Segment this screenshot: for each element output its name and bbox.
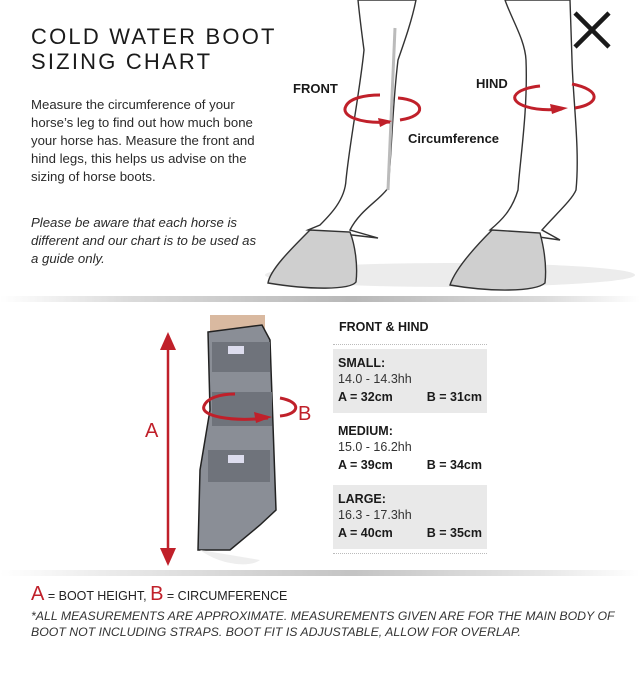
section-divider — [0, 296, 640, 302]
size-table: FRONT & HIND SMALL: 14.0 - 14.3hh A = 32… — [333, 316, 487, 554]
size-name: SMALL: — [338, 356, 386, 370]
size-range: 15.0 - 16.2hh — [338, 440, 412, 454]
title-line-1: COLD WATER BOOT — [31, 24, 277, 49]
legend-a-text: = BOOT HEIGHT, — [47, 589, 147, 603]
size-row-large: LARGE: 16.3 - 17.3hh A = 40cm B = 35cm — [333, 485, 487, 549]
circumference-letter-label: B — [298, 403, 312, 425]
size-b-value: B = 34cm — [426, 458, 482, 472]
title-line-2: SIZING CHART — [31, 49, 213, 74]
footnote: *ALL MEASUREMENTS ARE APPROXIMATE. MEASU… — [31, 609, 615, 639]
size-range: 14.0 - 14.3hh — [338, 372, 412, 386]
legend-a-letter: A — [31, 583, 45, 605]
size-row-small: SMALL: 14.0 - 14.3hh A = 32cm B = 31cm — [333, 349, 487, 413]
boot-height-label: A — [145, 420, 159, 442]
close-icon — [573, 11, 611, 49]
legend-b-letter: B — [150, 583, 164, 605]
size-table-heading: FRONT & HIND — [333, 316, 487, 345]
size-name: LARGE: — [338, 492, 386, 506]
legend-b-text: = CIRCUMFERENCE — [166, 589, 288, 603]
measurement-legend: A = BOOT HEIGHT, B = CIRCUMFERENCE — [31, 583, 287, 606]
size-b-value: B = 31cm — [426, 390, 482, 404]
size-a-value: A = 39cm — [338, 458, 393, 472]
circumference-label: Circumference — [408, 131, 500, 146]
size-row-medium: MEDIUM: 15.0 - 16.2hh A = 39cm B = 34cm — [333, 417, 487, 481]
boot-illustration — [160, 315, 298, 566]
intro-text: Measure the circumference of your horse’… — [31, 97, 255, 184]
footer-divider — [0, 570, 640, 576]
horse-legs-illustration — [265, 0, 635, 291]
size-a-value: A = 40cm — [338, 526, 393, 540]
table-bottom-rule — [333, 549, 487, 554]
size-a-value: A = 32cm — [338, 390, 393, 404]
size-b-value: B = 35cm — [426, 526, 482, 540]
front-label: FRONT — [293, 81, 338, 96]
size-range: 16.3 - 17.3hh — [338, 508, 412, 522]
close-button[interactable] — [570, 8, 614, 52]
hind-label: HIND — [476, 76, 508, 91]
guide-note: Please be aware that each horse is diffe… — [31, 215, 257, 266]
size-name: MEDIUM: — [338, 424, 393, 438]
page-title: COLD WATER BOOT SIZING CHART — [31, 24, 277, 74]
